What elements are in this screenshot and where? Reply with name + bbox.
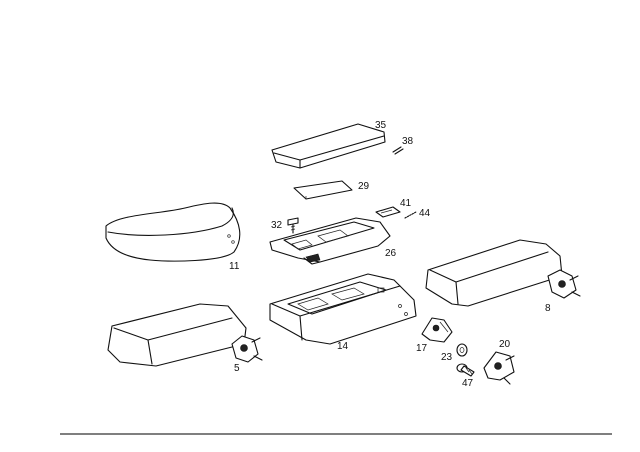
part-17-hinge-bracket — [421, 317, 453, 343]
callout-32: 32 — [271, 220, 283, 231]
callout-20: 20 — [499, 339, 511, 350]
part-41-latch — [375, 206, 401, 218]
callout-11: 11 — [229, 261, 240, 272]
callout-44: 44 — [419, 208, 431, 219]
callout-17: 17 — [416, 343, 428, 354]
callout-47: 47 — [462, 378, 474, 389]
part-26-inner-tray — [269, 217, 391, 265]
part-20-hinge-mechanism — [483, 351, 515, 385]
part-47-bolt — [456, 363, 475, 377]
callout-14: 14 — [337, 341, 349, 352]
callout-35: 35 — [375, 120, 387, 131]
callout-29: 29 — [358, 181, 370, 192]
callout-26: 26 — [385, 248, 397, 259]
part-32-screw — [287, 217, 299, 234]
part-23-washer — [456, 343, 468, 357]
part-5-armrest-assembly — [107, 303, 263, 367]
callout-23: 23 — [441, 352, 453, 363]
part-38-pin — [392, 146, 404, 155]
part-11-cushion — [105, 202, 241, 262]
part-35-lid-cover — [271, 123, 386, 169]
callout-38: 38 — [402, 136, 414, 147]
callout-8: 8 — [545, 303, 551, 314]
part-44-spring — [404, 211, 417, 219]
callout-41: 41 — [400, 198, 412, 209]
part-29-pad — [293, 180, 353, 200]
part-8-armrest-assembly — [425, 239, 581, 307]
callout-5: 5 — [234, 363, 240, 374]
part-14-base-console — [269, 273, 417, 345]
